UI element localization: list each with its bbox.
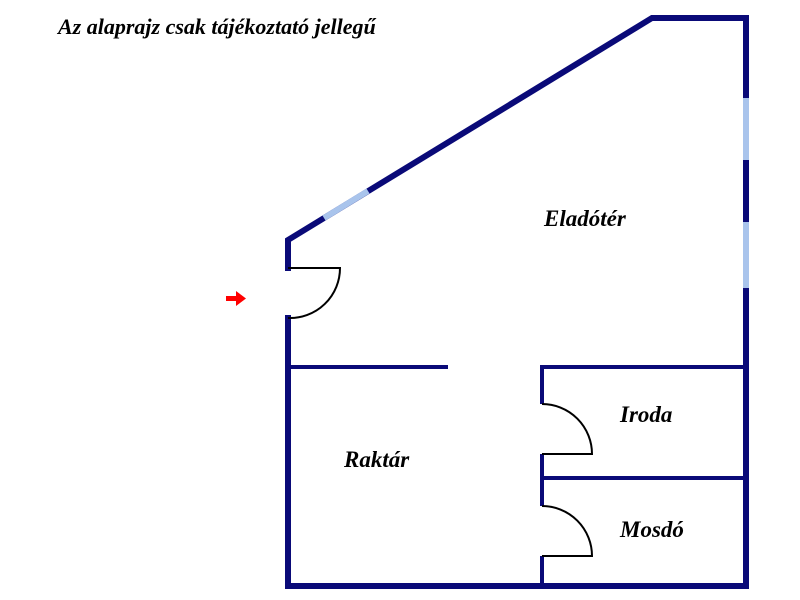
interior-walls	[288, 365, 746, 586]
outer-walls	[285, 15, 749, 589]
door-restroom	[541, 505, 594, 557]
wall-right-lower	[285, 285, 749, 589]
door-entrance	[287, 267, 342, 320]
right-arrow-icon	[226, 291, 246, 306]
doors	[287, 267, 594, 557]
windows	[322, 98, 749, 288]
room-label-sales: Eladótér	[543, 206, 627, 231]
room-label-office: Iroda	[619, 402, 672, 427]
door-office	[541, 403, 594, 455]
plan-disclaimer: Az alaprajz csak tájékoztató jellegű	[58, 14, 376, 39]
wall-left-upper	[285, 15, 749, 271]
room-label-restroom: Mosdó	[619, 517, 684, 542]
wall-office-top	[540, 365, 746, 404]
room-label-storage: Raktár	[343, 447, 410, 472]
window-diagonal	[322, 188, 370, 221]
